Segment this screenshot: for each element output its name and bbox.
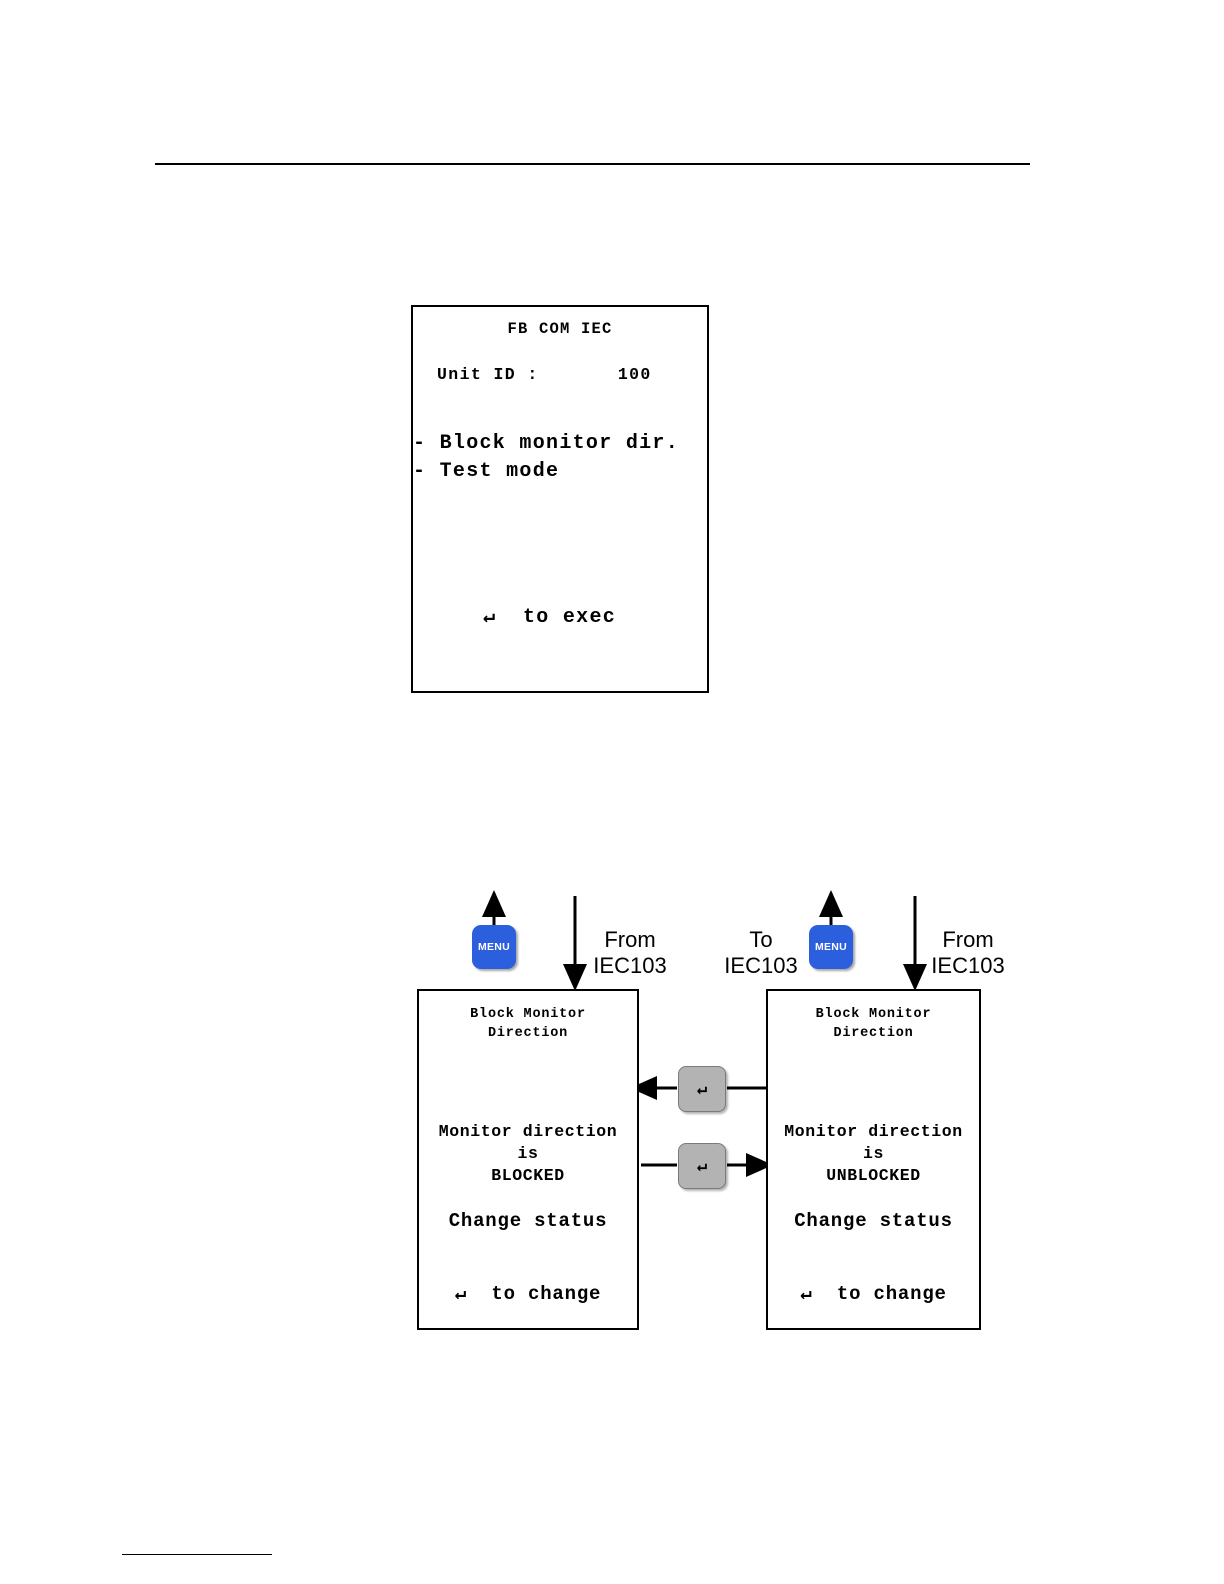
- panel-title-left: Block Monitor Direction: [470, 1007, 586, 1041]
- enter-key-lower[interactable]: ↵: [678, 1143, 726, 1189]
- panel-title-right: Block Monitor Direction: [815, 1007, 932, 1041]
- label-from-iec103-left: From IEC103: [593, 927, 667, 978]
- exec-hint: ↵ to exec: [483, 606, 617, 629]
- panel-state-left: Monitor direction is BLOCKED: [438, 1122, 618, 1185]
- unit-id-row: Unit ID : 100: [437, 365, 652, 384]
- panel-hint-left: ↵ to change: [454, 1283, 602, 1305]
- menu-key-right[interactable]: MENU: [809, 925, 853, 969]
- panel-block-monitor-direction-unblocked: Block Monitor Direction Monitor directio…: [766, 989, 981, 1330]
- panel-hint-right: ↵ to change: [800, 1283, 947, 1305]
- label-to-iec103: To IEC103: [724, 927, 798, 978]
- menu-item-block-monitor-dir[interactable]: - Block monitor dir.: [413, 432, 680, 455]
- footer-rule: [122, 1554, 272, 1555]
- panel-block-monitor-direction-blocked: Block Monitor Direction Monitor directio…: [417, 989, 639, 1330]
- label-from-iec103-right: From IEC103: [931, 927, 1005, 978]
- menu-key-left[interactable]: MENU: [472, 925, 516, 969]
- menu-item-test-mode[interactable]: - Test mode: [413, 460, 560, 483]
- panel-state-right: Monitor direction is UNBLOCKED: [784, 1122, 963, 1185]
- panel-action-left[interactable]: Change status: [448, 1210, 608, 1232]
- lcd-screen-fb-com-iec: FB COM IEC Unit ID : 100 - Block monitor…: [411, 305, 709, 693]
- panel-action-right[interactable]: Change status: [794, 1210, 953, 1232]
- enter-key-upper[interactable]: ↵: [678, 1066, 726, 1112]
- header-rule: [155, 163, 1030, 165]
- lcd-title: FB COM IEC: [507, 320, 613, 338]
